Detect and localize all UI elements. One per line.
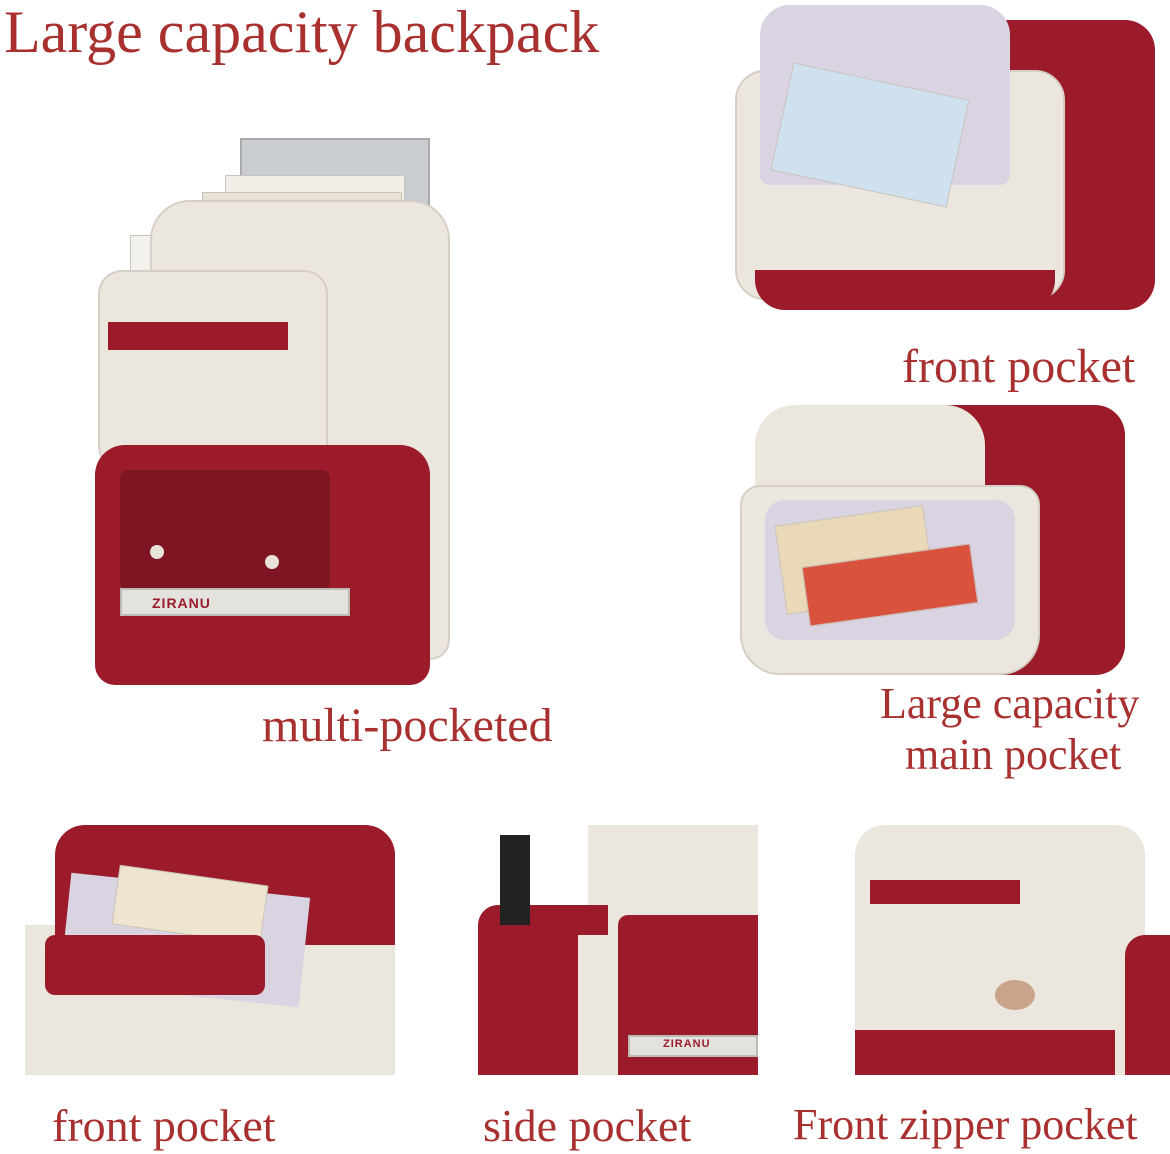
caption-front-pocket-bottom: front pocket (52, 1100, 276, 1151)
caption-main-pocket-1: Large capacity (880, 679, 1140, 728)
page-title: Large capacity backpack (4, 0, 600, 65)
caption-front-zipper-pocket: Front zipper pocket (793, 1100, 1138, 1149)
caption-side-pocket: side pocket (483, 1100, 692, 1151)
front-zipper-pocket-photo (855, 825, 1170, 1075)
caption-multi-pocketed: multi-pocketed (262, 699, 553, 752)
caption-main-pocket-2: main pocket (905, 730, 1122, 779)
brand-label: ZIRANU (152, 595, 211, 611)
brand-label-side: ZIRANU (663, 1038, 711, 1050)
front-pocket-photo (735, 0, 1170, 335)
main-pocket-photo (735, 405, 1170, 680)
caption-front-pocket-top: front pocket (902, 340, 1136, 393)
front-pocket-closeup-photo (25, 825, 395, 1075)
side-pocket-photo: ZIRANU (478, 825, 758, 1075)
main-backpack-photo: ZIRANU (90, 130, 470, 690)
